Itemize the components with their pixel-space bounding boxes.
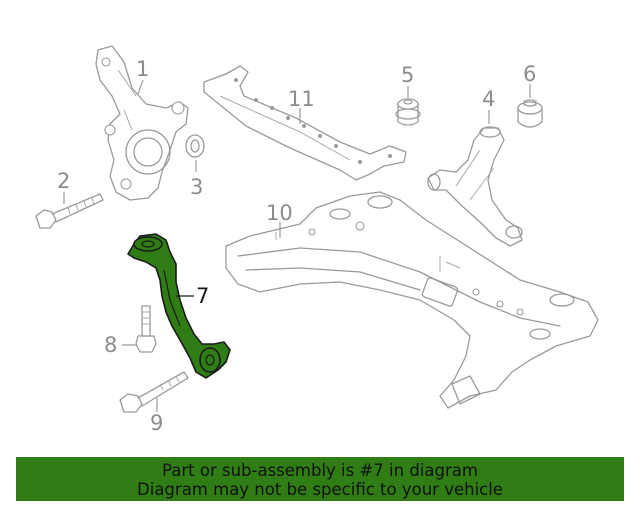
part-4-lower-control-arm[interactable] <box>427 126 523 247</box>
callout-3[interactable]: 3 <box>190 175 203 199</box>
part-11-reinforcement-bar[interactable] <box>203 65 407 181</box>
parts-diagram: 1 2 3 11 5 <box>35 45 599 435</box>
callout-7[interactable]: 7 <box>196 284 209 308</box>
notice-banner: Part or sub-assembly is #7 in diagram Di… <box>16 457 624 501</box>
notice-line-2: Diagram may not be specific to your vehi… <box>137 480 503 499</box>
part-6-bushing[interactable] <box>517 99 543 128</box>
part-9-bolt[interactable] <box>119 371 189 413</box>
callout-9[interactable]: 9 <box>150 411 163 435</box>
callout-8[interactable]: 8 <box>104 333 117 357</box>
callout-1[interactable]: 1 <box>136 57 149 81</box>
callout-6[interactable]: 6 <box>523 62 536 86</box>
part-8-bolt[interactable] <box>135 305 157 353</box>
notice-line-1: Part or sub-assembly is #7 in diagram <box>162 461 478 480</box>
part-3-washer[interactable] <box>185 134 205 158</box>
callout-5[interactable]: 5 <box>401 63 414 87</box>
part-7-link[interactable] <box>127 233 231 379</box>
part-10-subframe[interactable] <box>225 191 599 409</box>
callout-2[interactable]: 2 <box>57 169 70 193</box>
part-5-bushing[interactable] <box>395 98 421 126</box>
leader-1 <box>137 79 144 95</box>
part-1-steering-knuckle[interactable] <box>95 45 189 201</box>
callout-10[interactable]: 10 <box>266 201 293 225</box>
part-2-bolt[interactable] <box>35 193 104 229</box>
callout-4[interactable]: 4 <box>482 87 495 111</box>
callout-11[interactable]: 11 <box>288 87 315 111</box>
